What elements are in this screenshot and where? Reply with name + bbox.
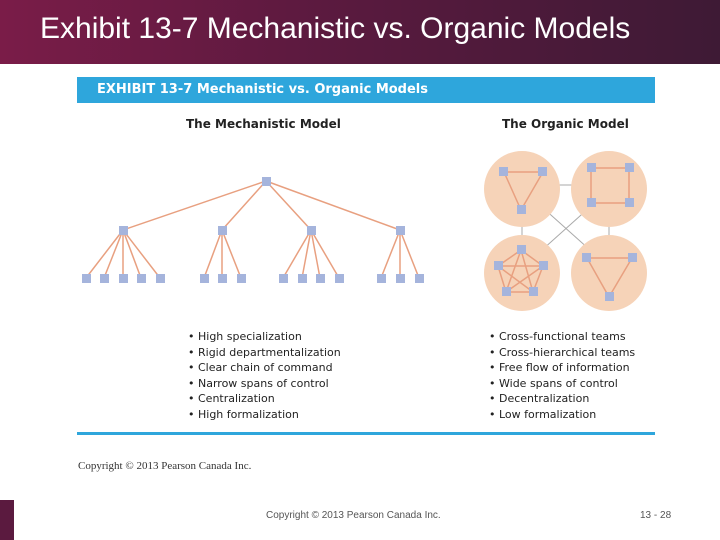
mechanistic-heading: The Mechanistic Model <box>186 117 341 131</box>
team-circle <box>571 151 647 227</box>
tree-node-mid <box>119 226 128 235</box>
tree-node-leaf <box>316 274 325 283</box>
page-number: 13 - 28 <box>640 510 672 521</box>
bullet-item: Wide spans of control <box>489 376 635 392</box>
organic-bullets: Cross-functional teams Cross-hierarchica… <box>489 329 635 423</box>
tree-node-leaf <box>100 274 109 283</box>
bullet-item: Decentralization <box>489 391 635 407</box>
bullet-item: Cross-hierarchical teams <box>489 345 635 361</box>
bullet-item: Clear chain of command <box>188 360 341 376</box>
tree-node-leaf <box>237 274 246 283</box>
tree-node-leaf <box>137 274 146 283</box>
corner-accent <box>0 500 14 540</box>
tree-node-leaf <box>415 274 424 283</box>
exhibit-title-bar: EXHIBIT 13-7 Mechanistic vs. Organic Mod… <box>77 77 655 103</box>
tree-node-leaf <box>156 274 165 283</box>
bullet-item: Cross-functional teams <box>489 329 635 345</box>
tree-node-mid <box>396 226 405 235</box>
exhibit-copyright: Copyright © 2013 Pearson Canada Inc. <box>78 460 252 472</box>
tree-node-leaf <box>218 274 227 283</box>
tree-node-leaf <box>200 274 209 283</box>
exhibit-title: EXHIBIT 13-7 Mechanistic vs. Organic Mod… <box>97 82 428 97</box>
tree-node-leaf <box>119 274 128 283</box>
mechanistic-nodes <box>82 177 424 283</box>
tree-node-leaf <box>82 274 91 283</box>
tree-node-mid <box>218 226 227 235</box>
tree-node-leaf <box>298 274 307 283</box>
tree-node-leaf <box>377 274 386 283</box>
bullet-item: Centralization <box>188 391 341 407</box>
organic-nodes <box>494 163 637 301</box>
mechanistic-bullets: High specialization Rigid departmentaliz… <box>188 329 341 423</box>
footer-copyright: Copyright © 2013 Pearson Canada Inc. <box>266 510 441 521</box>
tree-node-leaf <box>396 274 405 283</box>
bullet-item: High specialization <box>188 329 341 345</box>
tree-node-top <box>262 177 271 186</box>
bullet-item: Free flow of information <box>489 360 635 376</box>
exhibit-bottom-rule <box>77 432 655 435</box>
mechanistic-tree <box>85 180 420 279</box>
bullet-item: Rigid departmentalization <box>188 345 341 361</box>
organic-network <box>484 151 647 311</box>
team-circle <box>484 151 560 227</box>
bullet-item: Narrow spans of control <box>188 376 341 392</box>
tree-node-mid <box>307 226 316 235</box>
tree-node-leaf <box>335 274 344 283</box>
slide-title: Exhibit 13-7 Mechanistic vs. Organic Mod… <box>40 12 631 45</box>
bullet-item: Low formalization <box>489 407 635 423</box>
slide-header: Exhibit 13-7 Mechanistic vs. Organic Mod… <box>0 0 720 64</box>
organic-heading: The Organic Model <box>502 117 629 131</box>
bullet-item: High formalization <box>188 407 341 423</box>
tree-node-leaf <box>279 274 288 283</box>
